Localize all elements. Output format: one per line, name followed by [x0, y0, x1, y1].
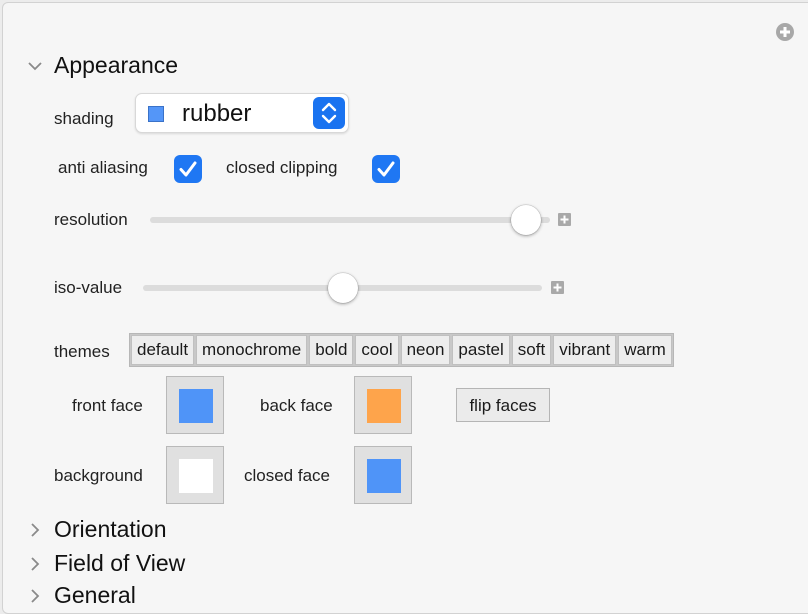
shading-select[interactable]: rubber: [135, 93, 349, 133]
plus-icon: [560, 215, 569, 224]
section-field-of-view-header[interactable]: Field of View: [28, 550, 185, 577]
iso-value-expand-button[interactable]: [551, 281, 564, 294]
select-stepper[interactable]: [313, 97, 345, 129]
iso-value-slider-knob[interactable]: [327, 273, 358, 303]
back-face-color-well[interactable]: [354, 376, 412, 434]
background-label: background: [54, 466, 143, 485]
chevron-right-icon: [31, 522, 40, 537]
chevron-right-icon: [31, 588, 40, 603]
back-face-label: back face: [260, 396, 333, 415]
theme-pastel-button[interactable]: pastel: [452, 335, 510, 365]
front-face-color: [179, 389, 213, 423]
shading-value: rubber: [182, 100, 252, 127]
closed-clipping-checkbox[interactable]: [372, 155, 400, 183]
checkmark-icon: [377, 161, 395, 177]
closed-face-color: [367, 459, 401, 493]
closed-face-label: closed face: [244, 466, 330, 485]
chevron-up-down-icon: [321, 102, 337, 124]
theme-default-button[interactable]: default: [131, 335, 195, 365]
iso-value-label: iso-value: [54, 278, 123, 297]
checkmark-icon: [179, 161, 197, 177]
back-face-color: [367, 389, 401, 423]
section-title: Orientation: [54, 516, 167, 542]
add-circle-icon[interactable]: [776, 23, 794, 41]
shading-label: shading: [54, 109, 114, 128]
anti-aliasing-checkbox[interactable]: [174, 155, 202, 183]
flip-faces-button[interactable]: flip faces: [456, 388, 550, 422]
closed-clipping-label: closed clipping: [226, 158, 338, 177]
themes-label: themes: [54, 342, 110, 361]
chevron-right-icon: [31, 556, 40, 571]
front-face-label: front face: [72, 396, 143, 415]
theme-cool-button[interactable]: cool: [355, 335, 399, 365]
plus-icon: [553, 283, 562, 292]
section-general-header[interactable]: General: [28, 582, 136, 609]
resolution-expand-button[interactable]: [558, 213, 571, 226]
anti-aliasing-label: anti aliasing: [58, 158, 148, 177]
theme-warm-button[interactable]: warm: [618, 335, 672, 365]
theme-vibrant-button[interactable]: vibrant: [553, 335, 617, 365]
themes-button-group: default monochrome bold cool neon pastel…: [129, 333, 674, 367]
chevron-down-icon: [28, 61, 42, 70]
theme-soft-button[interactable]: soft: [511, 335, 552, 365]
background-color-well[interactable]: [166, 446, 224, 504]
section-appearance-header[interactable]: Appearance: [28, 52, 178, 79]
resolution-slider-knob[interactable]: [511, 205, 541, 235]
front-face-color-well[interactable]: [166, 376, 224, 434]
section-title: General: [54, 582, 136, 608]
resolution-label: resolution: [54, 210, 128, 229]
theme-bold-button[interactable]: bold: [309, 335, 354, 365]
background-color: [179, 459, 213, 493]
section-orientation-header[interactable]: Orientation: [28, 516, 167, 543]
section-title: Field of View: [54, 550, 186, 576]
theme-neon-button[interactable]: neon: [400, 335, 451, 365]
closed-face-color-well[interactable]: [354, 446, 412, 504]
theme-monochrome-button[interactable]: monochrome: [196, 335, 308, 365]
section-title: Appearance: [54, 52, 179, 78]
shading-swatch: [148, 106, 164, 122]
resolution-slider-track[interactable]: [150, 217, 550, 223]
